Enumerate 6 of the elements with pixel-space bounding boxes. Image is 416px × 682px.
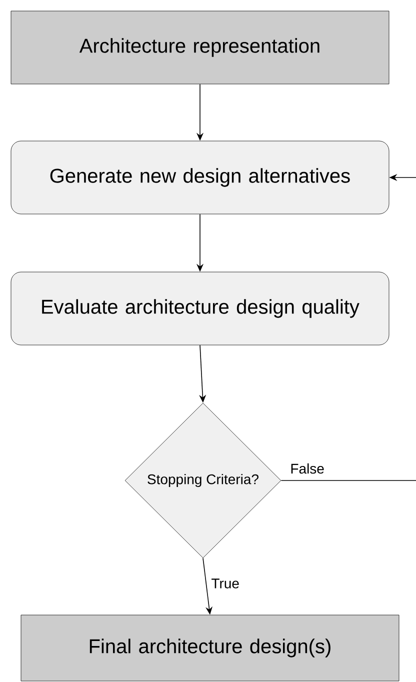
process-box: Evaluate architecture design quality: [10, 272, 390, 346]
edge-label: True: [210, 578, 240, 590]
edge-label: False: [289, 462, 326, 475]
process-box: Architecture representation: [10, 10, 390, 84]
process-box: Generate new design alternatives: [10, 140, 390, 214]
process-box: Final architecture design(s): [20, 614, 400, 682]
